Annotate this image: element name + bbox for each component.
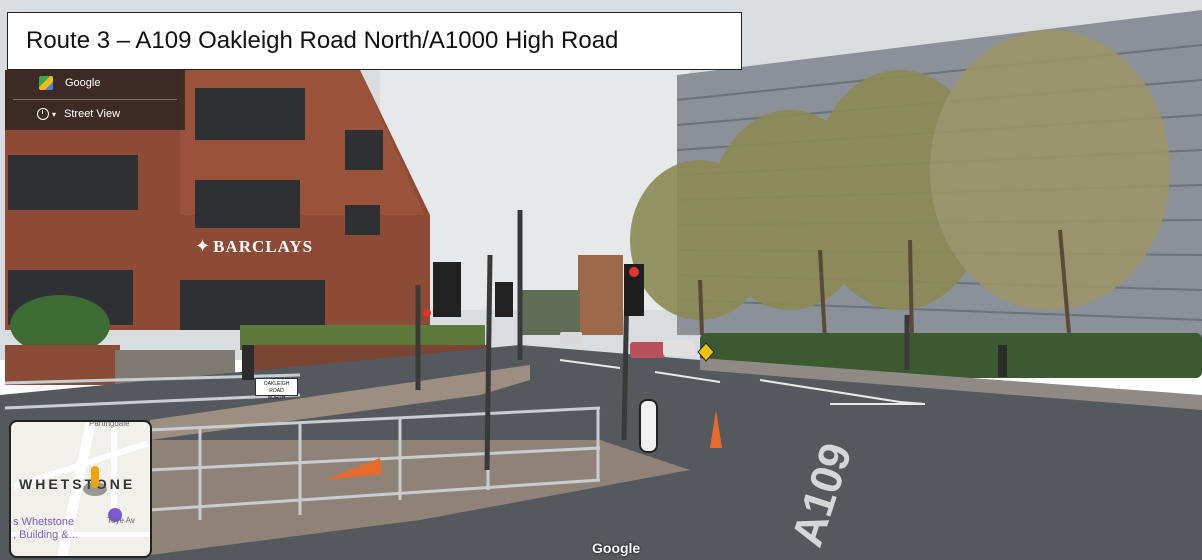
google-header-panel: Google ▾ Street View (5, 70, 185, 130)
google-brand-label: Google (65, 77, 101, 89)
map-place-label: WHETSTONE (19, 476, 136, 492)
google-watermark: Google (592, 540, 641, 556)
map-side-label: Toye Av (107, 516, 135, 525)
caret-down-icon: ▾ (52, 109, 57, 119)
map-road (11, 532, 150, 537)
eagle-logo-icon: ✦ (195, 236, 211, 256)
map-road (111, 422, 117, 512)
caption-box: Route 3 – A109 Oakleigh Road North/A1000… (7, 12, 742, 70)
barclays-sign: ✦ BARCLAYS (195, 236, 314, 256)
caption-text: Route 3 – A109 Oakleigh Road North/A1000… (26, 27, 619, 54)
map-top-label: Partingdale (89, 420, 130, 428)
street-view-history-toggle[interactable]: ▾ Street View (15, 103, 120, 125)
google-maps-icon (39, 76, 53, 90)
poi-marker-icon[interactable] (108, 508, 122, 522)
street-name-sign: OAKLEIGH ROAD NORTH (255, 378, 298, 401)
pegman-shadow (83, 482, 107, 496)
mini-map[interactable]: Partingdale WHETSTONE s Whetstone , Buil… (9, 420, 152, 558)
map-poi-label[interactable]: s Whetstone , Building &... (13, 516, 78, 541)
history-clock-icon (37, 108, 49, 120)
pegman-icon[interactable] (91, 466, 99, 488)
header-divider (13, 99, 177, 100)
street-view-label: Street View (64, 108, 121, 120)
google-maps-link[interactable]: Google (15, 72, 100, 94)
